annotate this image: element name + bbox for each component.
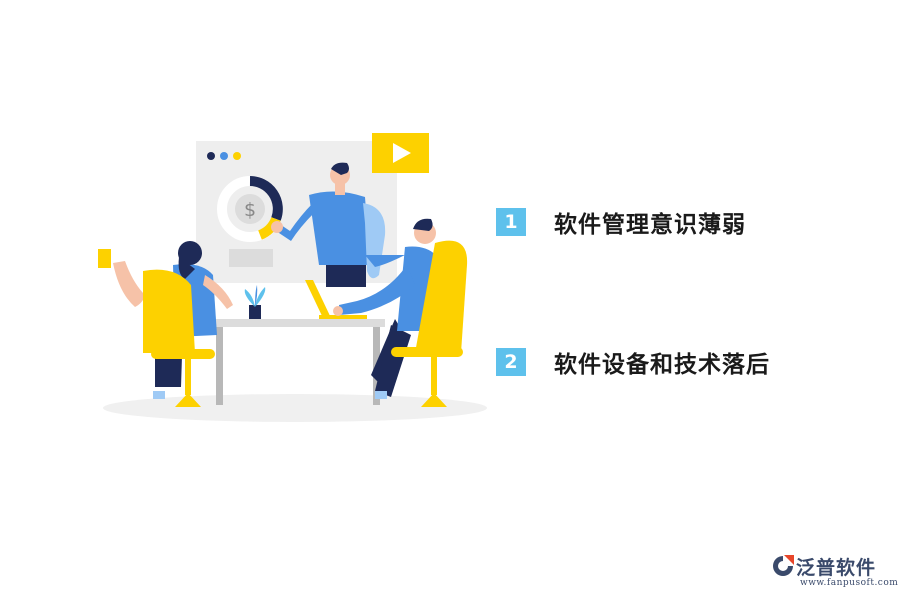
plant-icon — [244, 285, 266, 319]
dollar-donut-icon: $ — [217, 176, 283, 242]
table-leg-left — [216, 327, 223, 405]
svg-text:$: $ — [244, 199, 256, 221]
list-item: 1 软件管理意识薄弱 — [494, 202, 746, 242]
brand-url: www.fanpusoft.com — [800, 578, 899, 588]
brand-name: 泛普软件 — [796, 557, 877, 579]
yellow-card-icon — [98, 249, 111, 268]
item-label: 软件设备和技术落后 — [554, 352, 770, 378]
brand-logo: 泛普软件 www.fanpusoft.com — [770, 551, 898, 591]
laptop-icon — [305, 280, 367, 319]
board-dot-blue — [220, 152, 228, 160]
number-badge: 1 — [494, 207, 532, 237]
team-meeting-illustration: $ — [98, 133, 487, 422]
board-dot-yellow — [233, 152, 241, 160]
number-badge-text: 1 — [496, 208, 526, 236]
floor-shadow — [103, 394, 487, 422]
number-badge-text: 2 — [496, 348, 526, 376]
table-top — [213, 319, 385, 327]
left-woman-figure — [98, 241, 233, 407]
item-label: 软件管理意识薄弱 — [554, 212, 746, 238]
brand-logo-icon — [773, 555, 794, 576]
board-bar — [229, 249, 273, 267]
play-icon — [372, 133, 429, 173]
board-dot-navy — [207, 152, 215, 160]
number-badge: 2 — [494, 347, 532, 377]
right-man-figure — [333, 218, 468, 407]
list-item: 2 软件设备和技术落后 — [494, 342, 770, 382]
